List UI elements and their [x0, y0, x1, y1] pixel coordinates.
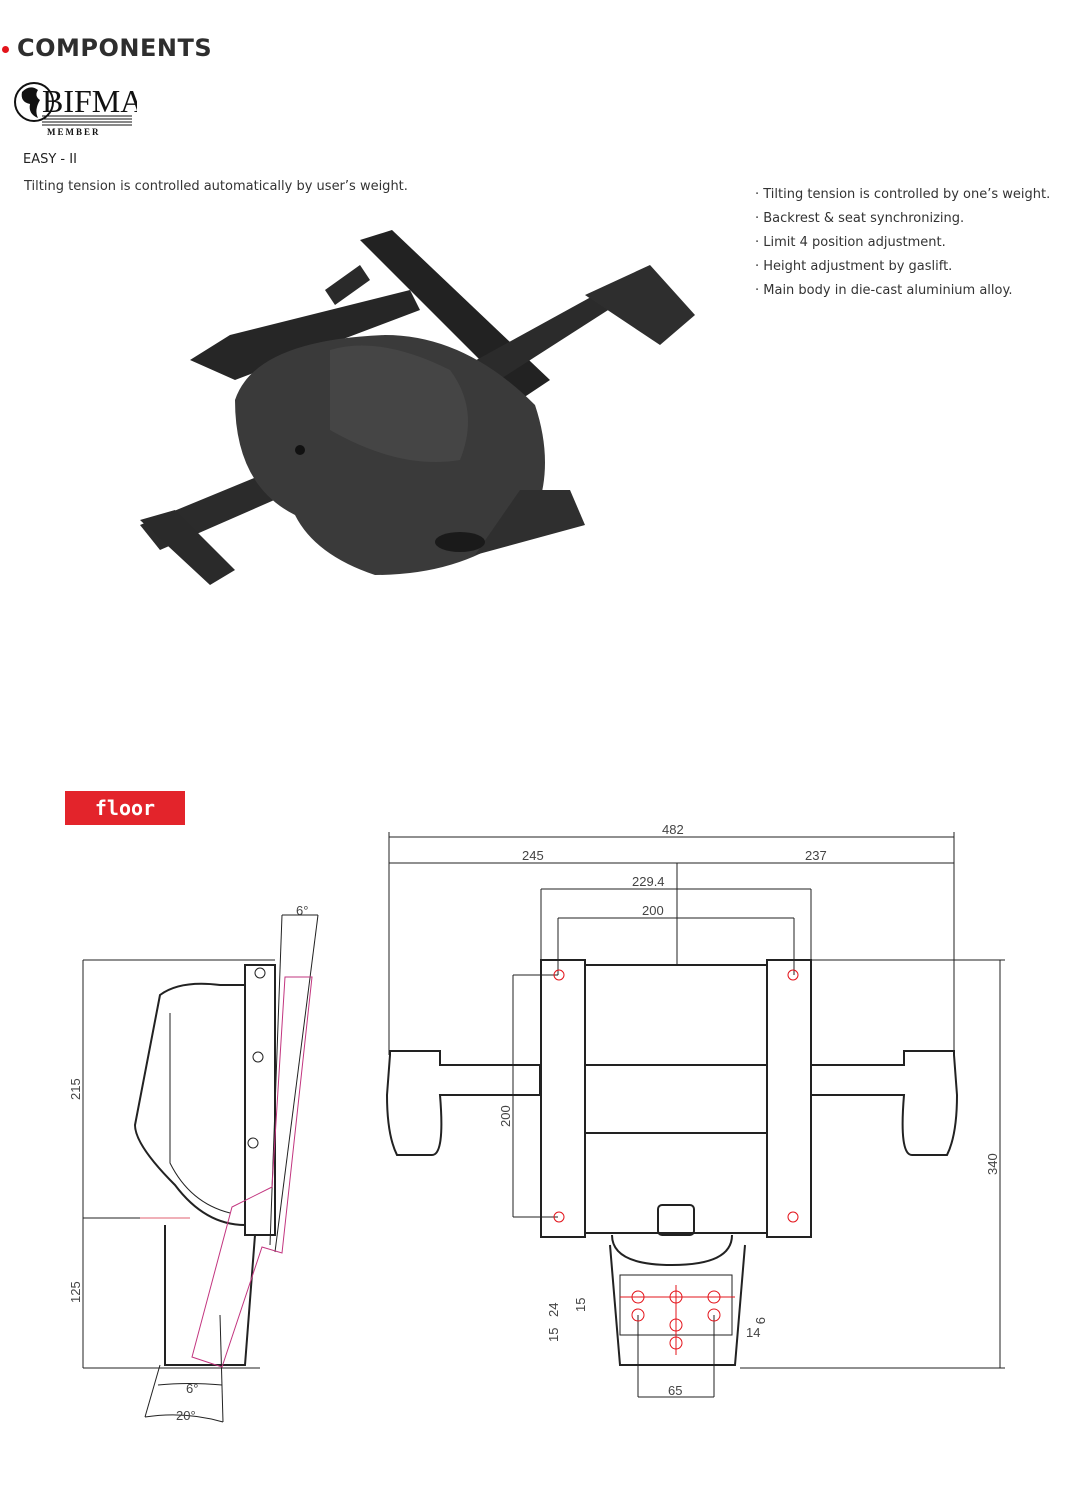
dim-hole-depth: 200: [498, 1105, 513, 1127]
product-description: Tilting tension is controlled automatica…: [24, 179, 408, 194]
model-name: EASY - II: [23, 152, 77, 167]
dim-overall-width: 482: [662, 822, 684, 837]
svg-text:MEMBER: MEMBER: [47, 127, 101, 137]
dim-right-width: 237: [805, 848, 827, 863]
floor-plan-badge: floor plan: [65, 791, 185, 854]
dim-24: 24: [546, 1303, 561, 1317]
feature-item: · Limit 4 position adjustment.: [755, 235, 946, 250]
feature-item: · Backrest & seat synchronizing.: [755, 211, 965, 226]
dim-9: 9: [753, 1317, 768, 1324]
dim-plate-hole-spacing: 65: [668, 1383, 682, 1398]
front-view-drawing: 482 245 237 229.4 200 200 340 65 15 24 1…: [385, 822, 1005, 1398]
dim-14: 14: [746, 1325, 760, 1340]
angle-tilt-label: 20°: [176, 1408, 196, 1423]
dim-left-width: 245: [522, 848, 544, 863]
bifma-logo: BIFMA MEMBER: [14, 82, 137, 137]
angle-top-label: 6°: [296, 903, 308, 918]
svg-text:BIFMA: BIFMA: [42, 83, 137, 119]
dim-hole-spacing: 200: [642, 903, 664, 918]
height-upper-label: 215: [68, 1078, 83, 1100]
product-photo: [140, 230, 695, 585]
dim-15a: 15: [573, 1298, 588, 1312]
height-lower-label: 125: [68, 1281, 83, 1303]
dim-15b: 15: [546, 1328, 561, 1342]
dim-overall-depth: 340: [985, 1153, 1000, 1175]
feature-list: · Tilting tension is controlled by one’s…: [755, 183, 1050, 303]
bullet-dot: [2, 46, 9, 53]
side-view-drawing: 6° 6° 20° 215 125: [68, 903, 319, 1423]
page-title: COMPONENTS: [17, 34, 213, 62]
dim-mount-width: 229.4: [632, 874, 665, 889]
feature-item: · Tilting tension is controlled by one’s…: [755, 187, 1051, 202]
feature-item: · Main body in die-cast aluminium alloy.: [755, 283, 1013, 298]
feature-item: · Height adjustment by gaslift.: [755, 259, 953, 274]
angle-bottom-label: 6°: [186, 1381, 198, 1396]
